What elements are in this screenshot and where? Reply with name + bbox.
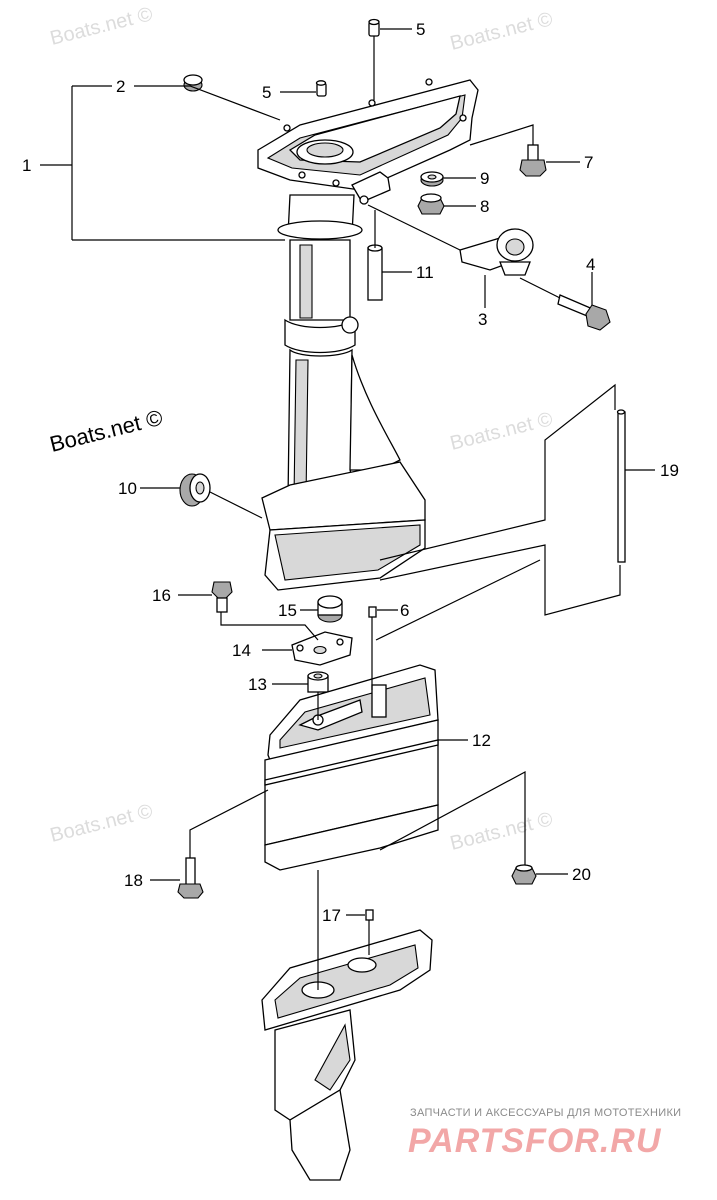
- callout-7: 7: [584, 153, 593, 172]
- extension-casing-part-12: [264, 664, 439, 871]
- footer-tagline: ЗАПЧАСТИ И АКСЕССУАРЫ ДЛЯ МОТОТЕХНИКИ: [410, 1107, 681, 1119]
- callout-11: 11: [416, 263, 434, 282]
- grommet-part-15: [317, 595, 343, 623]
- callout-10: 10: [118, 479, 137, 498]
- callout-6: 6: [400, 601, 409, 620]
- watermark-lower-left: Boats.net ©: [48, 800, 155, 847]
- sleeve-part-13: [307, 671, 329, 693]
- plug-part-2: [183, 74, 203, 92]
- nut-part-20: [511, 864, 537, 885]
- callout-12: 12: [472, 731, 491, 750]
- callout-18: 18: [124, 871, 143, 890]
- footer-brand-logo: PARTSFOR.RU: [408, 1122, 662, 1160]
- leader-lines: [40, 28, 655, 990]
- pin-part-5-mid: [315, 80, 327, 97]
- callout-3: 3: [478, 310, 487, 329]
- stud-part-19: [616, 409, 626, 563]
- pin-part-17: [365, 909, 374, 921]
- watermark-lower-right: Boats.net ©: [448, 808, 555, 855]
- callout-15: 15: [278, 601, 297, 620]
- bolt-part-4: [557, 294, 611, 331]
- watermark-top-left: Boats.net ©: [48, 3, 155, 50]
- callout-20: 20: [572, 865, 591, 884]
- footer-brand: ЗАПЧАСТИ И АКСЕССУАРЫ ДЛЯ МОТОТЕХНИКИ PA…: [408, 1107, 681, 1160]
- bolt-part-16: [211, 581, 233, 613]
- pin-part-6: [368, 606, 377, 618]
- clamp-bracket-part-3: [459, 228, 534, 276]
- bolt-part-18: [177, 857, 204, 899]
- pin-part-5-top: [368, 18, 380, 37]
- callout-13: 13: [248, 675, 267, 694]
- callout-19: 19: [660, 461, 679, 480]
- callout-4: 4: [586, 255, 595, 274]
- callout-9: 9: [480, 169, 489, 188]
- callout-5-top: 5: [416, 20, 425, 39]
- lower-unit-partial: [261, 929, 433, 1181]
- callout-1: 1: [22, 156, 31, 175]
- bolt-part-7: [519, 144, 547, 177]
- washer-part-9: [420, 171, 444, 187]
- callout-14: 14: [232, 641, 251, 660]
- watermark-top-right: Boats.net ©: [448, 8, 555, 55]
- callout-17: 17: [322, 906, 341, 925]
- upper-casing-part: [257, 78, 479, 591]
- watermark-strong: Boats.net ©: [47, 405, 165, 457]
- callout-labels: 1 2 3 4 5 5 6 7 8 9 10 11 12 13 14 15 16…: [22, 20, 679, 925]
- callout-2: 2: [116, 77, 125, 96]
- pipe-part-11: [367, 244, 383, 301]
- grommet-part-10: [179, 473, 211, 507]
- callout-5-mid: 5: [262, 83, 271, 102]
- plate-part-14: [291, 631, 353, 666]
- watermark-mid-right: Boats.net ©: [448, 408, 555, 455]
- nut-part-8: [417, 193, 445, 215]
- callout-16: 16: [152, 586, 171, 605]
- callout-8: 8: [480, 197, 489, 216]
